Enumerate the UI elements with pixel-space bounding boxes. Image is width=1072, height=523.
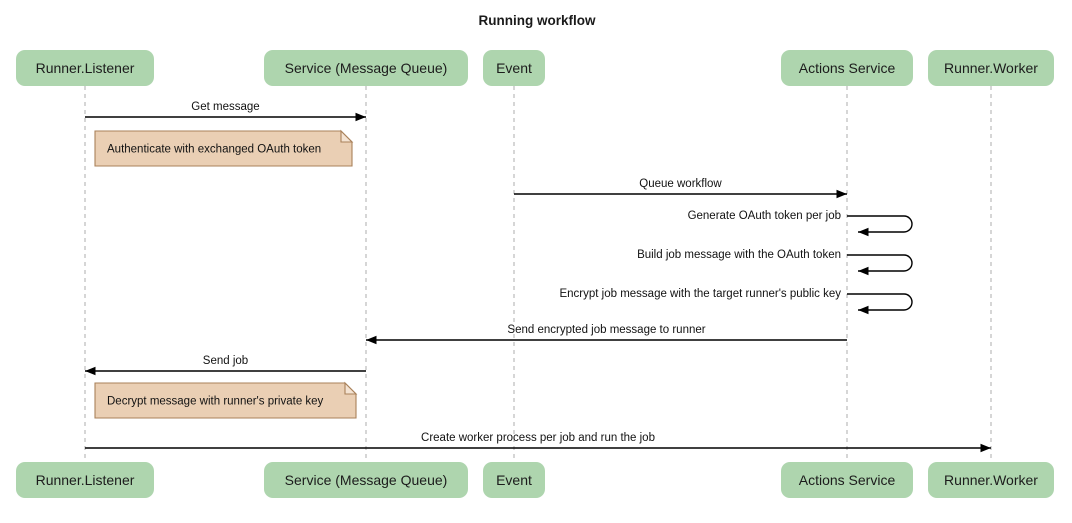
actor-label: Event bbox=[496, 472, 532, 488]
note-decrypt-message-with-runners-private-key: Decrypt message with runner's private ke… bbox=[94, 381, 358, 419]
actor-label: Service (Message Queue) bbox=[285, 472, 448, 488]
actor-label: Actions Service bbox=[799, 472, 896, 488]
message-label: Queue workflow bbox=[639, 178, 722, 190]
message-send-job[interactable]: Send job bbox=[85, 355, 366, 376]
message-send-encrypted-job-message-to-runner[interactable]: Send encrypted job message to runner bbox=[366, 324, 847, 345]
message-label: Send encrypted job message to runner bbox=[507, 324, 705, 336]
actors-top-layer: Runner.Listener Service (Message Queue) Ev… bbox=[16, 50, 1054, 86]
actor-event-bottom[interactable]: Event bbox=[483, 462, 545, 498]
note-label: Decrypt message with runner's private ke… bbox=[107, 396, 324, 408]
note-fold-corner-icon bbox=[340, 129, 354, 143]
actor-label: Runner.Worker bbox=[944, 60, 1038, 76]
actor-box-shape bbox=[16, 50, 154, 86]
actor-runner-worker-bottom[interactable]: Runner.Worker bbox=[928, 462, 1054, 498]
message-encrypt-job-message-with-the-target-runners-public-key[interactable]: Encrypt job message with the target runn… bbox=[559, 288, 913, 315]
actor-label: Service (Message Queue) bbox=[285, 60, 448, 76]
actor-box-shape bbox=[928, 50, 1054, 86]
note-label: Authenticate with exchanged OAuth token bbox=[107, 144, 321, 156]
actor-actions-service-bottom[interactable]: Actions Service bbox=[781, 462, 913, 498]
actor-label: Runner.Listener bbox=[36, 472, 135, 488]
note-body-shape bbox=[94, 382, 357, 419]
actor-box-shape bbox=[483, 50, 545, 86]
actor-label: Runner.Listener bbox=[36, 60, 135, 76]
message-label: Generate OAuth token per job bbox=[688, 210, 841, 222]
message-create-worker-process-per-job-and-run-the-job[interactable]: Create worker process per job and run th… bbox=[85, 432, 991, 453]
actor-runner-worker-top[interactable]: Runner.Worker bbox=[928, 50, 1054, 86]
message-build-job-message-with-the-oauth-token[interactable]: Build job message with the OAuth token bbox=[637, 249, 913, 276]
message-label: Encrypt job message with the target runn… bbox=[559, 288, 841, 300]
self-message-path bbox=[847, 293, 913, 315]
notes-layer: Authenticate with exchanged OAuth tokenD… bbox=[94, 129, 358, 419]
message-label: Build job message with the OAuth token bbox=[637, 249, 841, 261]
message-queue-workflow[interactable]: Queue workflow bbox=[514, 178, 847, 199]
actor-runner-listener-bottom[interactable]: Runner.Listener bbox=[16, 462, 154, 498]
message-label: Get message bbox=[191, 101, 259, 113]
actor-runner-listener-top[interactable]: Runner.Listener bbox=[16, 50, 154, 86]
message-generate-oauth-token-per-job[interactable]: Generate OAuth token per job bbox=[688, 210, 913, 237]
note-fold-corner-icon bbox=[344, 381, 358, 395]
actor-box-shape bbox=[781, 462, 913, 498]
actor-box-shape bbox=[781, 50, 913, 86]
actor-label: Event bbox=[496, 60, 532, 76]
actor-box-shape bbox=[264, 462, 468, 498]
actor-actions-service-top[interactable]: Actions Service bbox=[781, 50, 913, 86]
actor-box-shape bbox=[264, 50, 468, 86]
actor-service-message-queue-bottom[interactable]: Service (Message Queue) bbox=[264, 462, 468, 498]
actor-box-shape bbox=[483, 462, 545, 498]
actor-event-top[interactable]: Event bbox=[483, 50, 545, 86]
message-get-message[interactable]: Get message bbox=[85, 101, 366, 122]
actor-service-message-queue-top[interactable]: Service (Message Queue) bbox=[264, 50, 468, 86]
actor-box-shape bbox=[928, 462, 1054, 498]
actors-bottom-layer: Runner.Listener Service (Message Queue) Ev… bbox=[16, 462, 1054, 498]
self-message-path bbox=[847, 254, 913, 276]
self-message-path bbox=[847, 215, 913, 237]
message-label: Create worker process per job and run th… bbox=[421, 432, 655, 444]
actor-label: Runner.Worker bbox=[944, 472, 1038, 488]
diagram-title: Running workflow bbox=[479, 13, 596, 28]
message-label: Send job bbox=[203, 355, 248, 367]
actor-box-shape bbox=[16, 462, 154, 498]
actor-label: Actions Service bbox=[799, 60, 896, 76]
note-authenticate-with-exchanged-oauth-token: Authenticate with exchanged OAuth token bbox=[94, 129, 354, 167]
note-body-shape bbox=[94, 130, 353, 167]
lifelines-layer bbox=[84, 86, 992, 462]
